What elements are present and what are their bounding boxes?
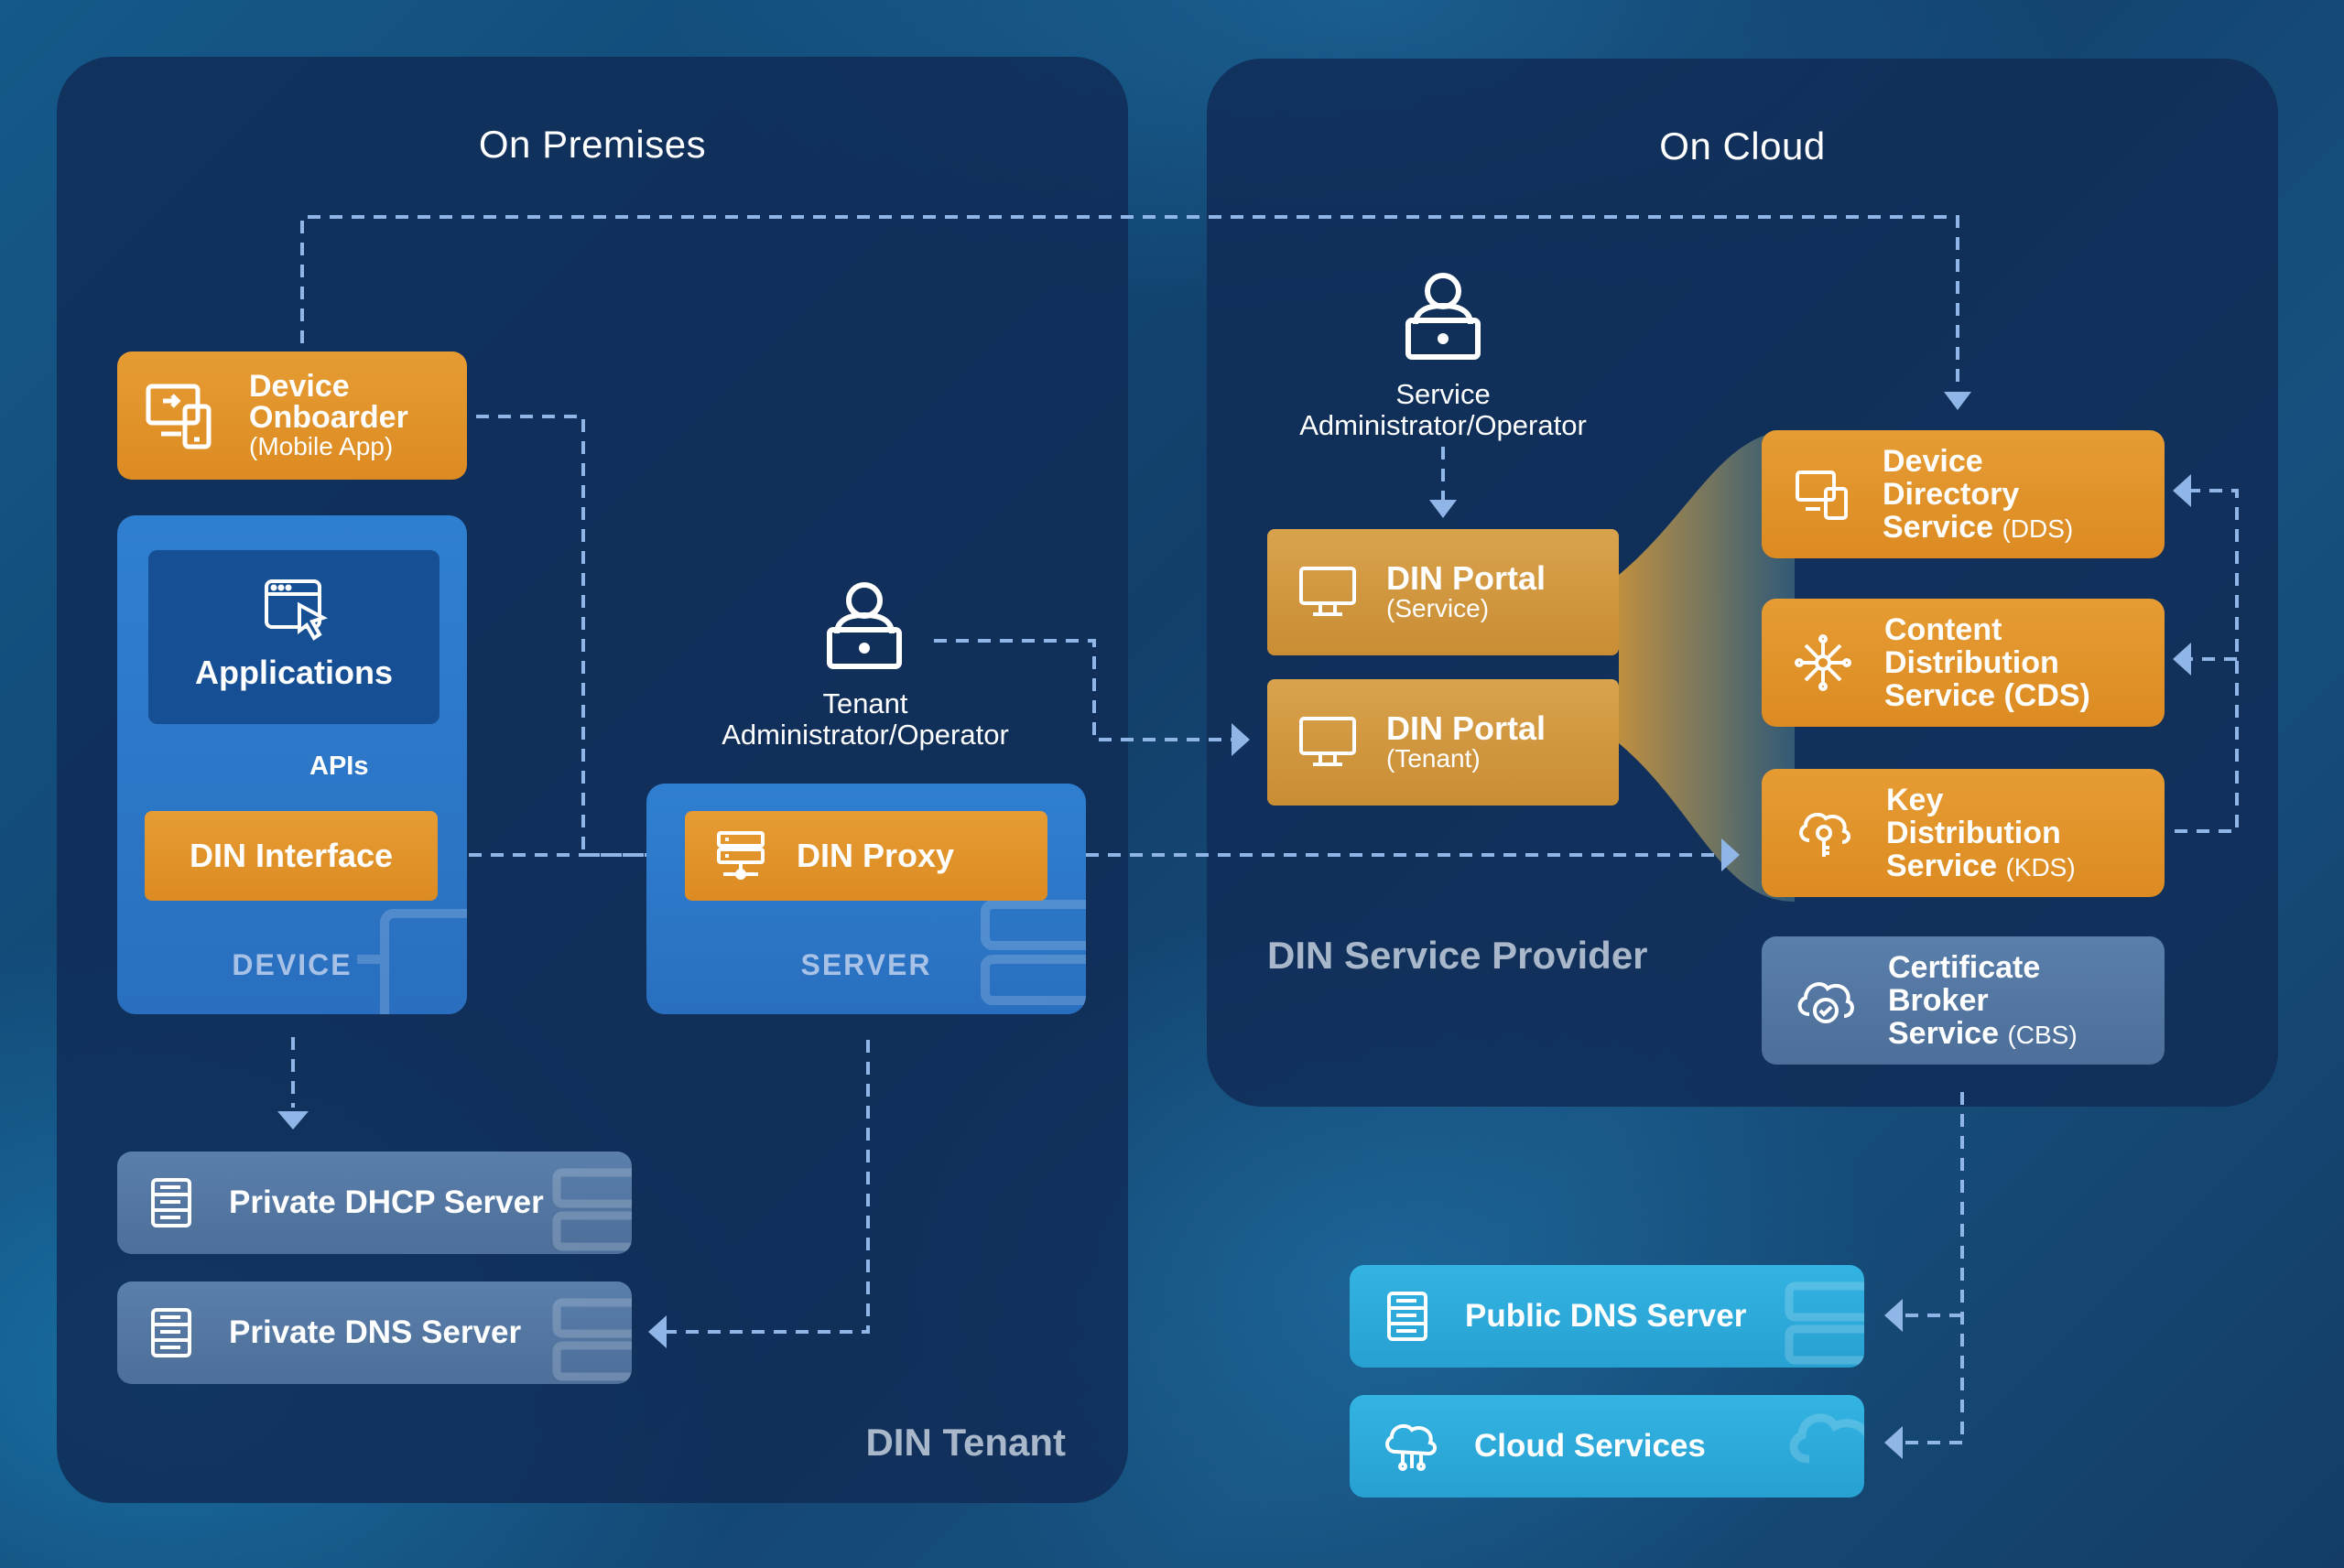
cloud-services-box[interactable]: Cloud Services — [1350, 1395, 1864, 1498]
tenant-admin-label: Tenant Administrator/Operator — [682, 688, 1048, 751]
service-admin-line1: Service — [1395, 378, 1491, 410]
cds-line2: Distribution — [1884, 645, 2059, 680]
arrow-cds-right — [2173, 643, 2191, 676]
public-dns-watermark-icon — [1785, 1281, 1864, 1365]
onboarder-to-proxy-line — [476, 415, 652, 857]
dds-line2: Directory — [1883, 477, 2020, 512]
server-group: DIN Proxy SERVER — [646, 784, 1086, 1014]
cds-line3: Service (CDS) — [1884, 678, 2090, 713]
cloud-services-label: Cloud Services — [1474, 1428, 1706, 1464]
tenant-admin-to-portal-line — [934, 639, 1232, 741]
onboarder-to-dds-line — [300, 215, 1959, 384]
server-caption: SERVER — [800, 948, 932, 981]
server-stack-icon — [1387, 1292, 1427, 1341]
service-admin-line2: Administrator/Operator — [1299, 409, 1587, 441]
private-dns-label: Private DNS Server — [229, 1314, 522, 1350]
kds-line2: Distribution — [1886, 816, 2061, 850]
arrow-kds-left — [1721, 838, 1740, 871]
server-network-icon — [717, 831, 765, 880]
on-premises-title: On Premises — [478, 123, 707, 166]
onboarder-subtitle: (Mobile App) — [249, 432, 394, 460]
din-proxy-label: DIN Proxy — [797, 837, 955, 874]
device-caption: DEVICE — [232, 948, 353, 981]
cbs-to-public-line — [1903, 1092, 1964, 1444]
proxy-to-dns-line — [667, 1040, 870, 1334]
devices-icon — [1796, 470, 1848, 520]
applications-label: Applications — [194, 654, 394, 691]
arrow-dns — [648, 1315, 667, 1348]
onboarder-title-1: Device — [249, 369, 350, 404]
din-portal-service-subtitle: (Service) — [1386, 594, 1490, 622]
cbs-line1: Certificate — [1888, 950, 2041, 985]
cds-box[interactable]: Content Distribution Service (CDS) — [1762, 599, 2165, 727]
service-admin-label: Service Administrator/Operator — [1260, 379, 1626, 441]
private-dhcp-label: Private DHCP Server — [229, 1184, 544, 1220]
cbs-line3: Service (CBS) — [1888, 1017, 2078, 1050]
dds-line1: Device — [1883, 444, 1983, 479]
cbs-service-text: Service — [1888, 1016, 1999, 1051]
din-portal-service-title: DIN Portal — [1386, 559, 1546, 597]
arrow-portal-tenant — [1232, 723, 1250, 756]
din-portal-tenant-box[interactable]: DIN Portal (Tenant) — [1267, 679, 1619, 806]
services-feedback-line — [2175, 489, 2239, 833]
app-window-cursor-icon — [265, 579, 329, 641]
device-watermark-icon — [357, 909, 467, 1014]
arrow-dds-right — [2173, 474, 2191, 507]
dhcp-watermark-icon — [552, 1168, 632, 1251]
dds-box[interactable]: Device Directory Service (DDS) — [1762, 430, 2165, 558]
cloud-network-icon — [1385, 1423, 1437, 1471]
server-stack-icon — [151, 1308, 191, 1357]
network-hub-icon — [1795, 634, 1851, 691]
tenant-admin-line1: Tenant — [822, 687, 908, 719]
dds-line3: Service (DDS) — [1883, 511, 2073, 544]
kds-service-text: Service — [1886, 849, 1997, 883]
din-portal-tenant-title: DIN Portal — [1386, 709, 1546, 747]
cloud-watermark-icon — [1789, 1413, 1864, 1464]
server-watermark-icon — [981, 900, 1086, 1005]
monitor-icon — [1299, 567, 1356, 616]
cbs-box[interactable]: Certificate Broker Service (CBS) — [1762, 936, 2165, 1065]
din-portal-tenant-subtitle: (Tenant) — [1386, 744, 1481, 773]
on-cloud-title: On Cloud — [1659, 124, 1826, 168]
din-portal-service-box[interactable]: DIN Portal (Service) — [1267, 529, 1619, 655]
din-interface-box[interactable]: DIN Interface — [145, 811, 438, 901]
kds-line1: Key — [1886, 783, 1944, 817]
dds-service-text: Service — [1883, 510, 1993, 545]
dns-watermark-icon — [552, 1298, 632, 1381]
cbs-abbr: (CBS) — [2007, 1021, 2078, 1049]
din-service-provider-label: DIN Service Provider — [1267, 934, 1648, 977]
dds-abbr: (DDS) — [2002, 514, 2074, 543]
arrow-portal-service — [1429, 500, 1457, 518]
private-dns-server-box[interactable]: Private DNS Server — [117, 1281, 632, 1384]
onboarder-title-2: Onboarder — [249, 400, 408, 435]
cloud-check-icon — [1797, 982, 1854, 1023]
tenant-admin-line2: Administrator/Operator — [722, 719, 1009, 751]
arrow-dds-top — [1944, 392, 1971, 410]
monitor-icon — [1299, 717, 1356, 766]
mobile-devices-icon — [146, 384, 212, 449]
portal-services-funnel — [1619, 430, 1795, 902]
private-dhcp-server-box[interactable]: Private DHCP Server — [117, 1152, 632, 1254]
tenant-admin-icon — [827, 582, 902, 669]
service-admin-icon — [1405, 273, 1481, 360]
device-group: Applications APIs DIN Interface DEVICE — [117, 515, 467, 1014]
server-stack-icon — [151, 1178, 191, 1227]
device-onboarder-box[interactable]: Device Onboarder (Mobile App) — [117, 351, 467, 480]
public-dns-label: Public DNS Server — [1465, 1298, 1747, 1334]
kds-line3: Service (KDS) — [1886, 849, 2076, 882]
din-tenant-label: DIN Tenant — [865, 1421, 1066, 1464]
arrow-cloud-services — [1884, 1426, 1903, 1459]
applications-box[interactable]: Applications — [148, 550, 440, 724]
kds-box[interactable]: Key Distribution Service (KDS) — [1762, 769, 2165, 897]
arrow-dhcp — [277, 1111, 309, 1130]
din-proxy-box[interactable]: DIN Proxy — [685, 811, 1047, 901]
din-interface-label: DIN Interface — [189, 837, 394, 874]
kds-abbr: (KDS) — [2005, 853, 2076, 881]
apis-label: APIs — [309, 752, 369, 781]
cds-line1: Content — [1884, 612, 2002, 647]
public-dns-server-box[interactable]: Public DNS Server — [1350, 1265, 1864, 1368]
arrow-public-dns — [1884, 1299, 1903, 1332]
cloud-key-icon — [1799, 812, 1850, 857]
cbs-line2: Broker — [1888, 983, 1989, 1018]
